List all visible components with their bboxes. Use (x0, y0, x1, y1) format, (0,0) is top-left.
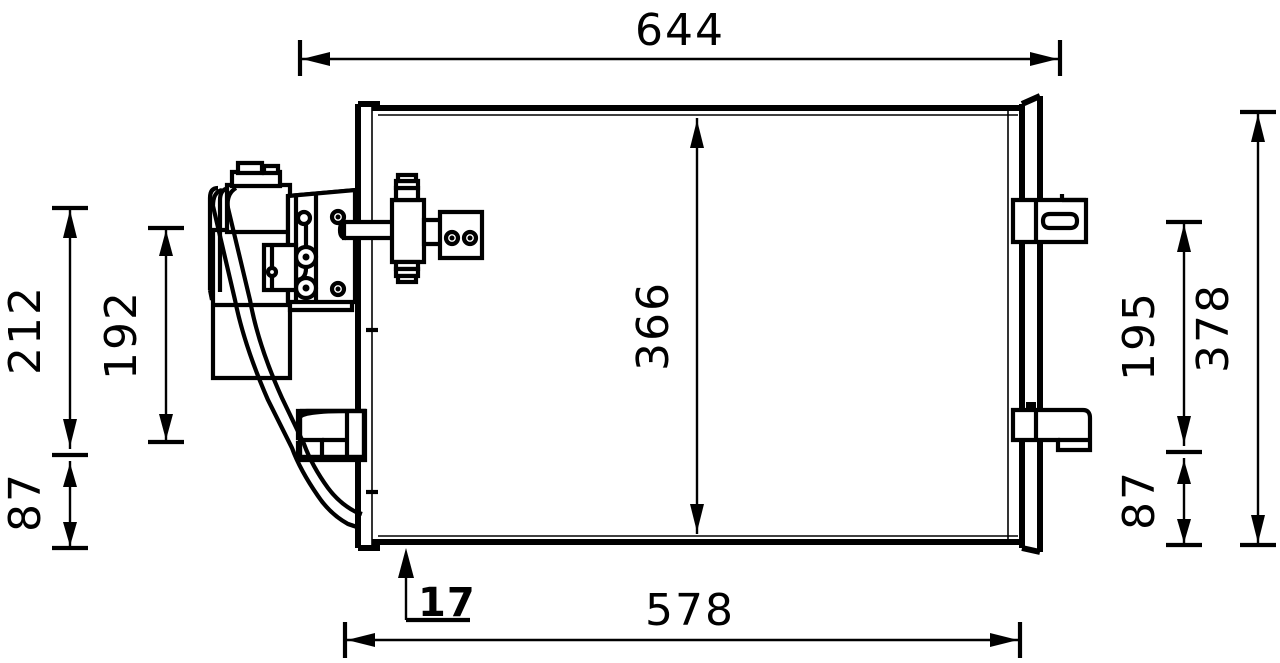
port-thread-lower-c (395, 273, 419, 285)
right-rail-top-bevel (1020, 93, 1042, 107)
drier-strap-join (207, 289, 215, 301)
manifold-rivet-lower-core (335, 286, 341, 292)
port-flange-bolt-right-core (467, 235, 473, 241)
manifold-bolt-center-lower (302, 284, 310, 292)
outlet-tube (210, 186, 363, 530)
dim-right-arrow-195-bottom (1177, 416, 1191, 444)
dim-top-label: 644 (635, 5, 725, 56)
port-pipe-end-cap (337, 219, 347, 241)
right-rail-bottom-bevel (1021, 545, 1041, 555)
dimension-core-366: 366 (628, 118, 704, 534)
dim-left-arrow-87-top (63, 463, 77, 487)
outlet-tube-inner-wall (225, 186, 363, 516)
dim-left-inner-label: 192 (96, 290, 147, 380)
dim-366-arrow-top (690, 120, 704, 148)
dim-378-arrow-bottom (1251, 515, 1265, 543)
dim-378-arrow-top (1251, 114, 1265, 142)
outlet-tube-outer-wall (210, 187, 361, 530)
bracket-ur-slot-hole (1040, 211, 1080, 231)
upper-right-mounting-bracket (1010, 194, 1089, 245)
bracket-ll-outline (297, 408, 367, 460)
dim-right-arrow-195-top (1177, 224, 1191, 252)
dim-left-upper-label: 212 (0, 285, 51, 375)
dim-top-arrow-right (1030, 52, 1058, 66)
dimension-left-192: 192 (96, 225, 184, 445)
dim-right-upper-label: 195 (1114, 291, 1165, 381)
dim-bottom-arrow-right (990, 633, 1018, 647)
port-flange-bolt-left-core (449, 235, 455, 241)
lower-left-mounting-bracket (295, 408, 368, 463)
dimension-left-212-87: 212 87 (0, 205, 88, 551)
dim-left-arrow-212-bottom (63, 419, 77, 447)
condenser-core (372, 105, 1022, 545)
drier-strap-inner (217, 185, 229, 292)
outlet-tube-end (347, 522, 361, 530)
dim-top-arrow-left (302, 52, 330, 66)
dim-right-lower-label: 87 (1114, 470, 1165, 530)
manifold-rivet-upper-core (335, 214, 341, 220)
condenser-assembly (207, 93, 1093, 555)
bracket-ll-plate (297, 408, 367, 460)
dimension-top-644: 644 (297, 5, 1063, 76)
drier-cap-tab (261, 163, 281, 176)
dim-right-outer-label: 378 (1188, 283, 1239, 373)
dim-left-arrow-212-top (63, 210, 77, 238)
dimension-right-195-87: 195 87 (1114, 219, 1202, 548)
drier-strap-outer (207, 185, 219, 290)
drier-cap-boss (235, 160, 265, 176)
dimension-right-378: 378 (1188, 109, 1276, 548)
port-thread-upper-c (395, 172, 419, 184)
bracket-lr-tab (1026, 402, 1036, 411)
dim-left-192-arrow-bottom (159, 414, 173, 440)
dim-left-arrow-87-bottom (63, 522, 77, 546)
port-flange-plate (437, 209, 485, 261)
manifold-bolt-hole-small (295, 209, 313, 227)
dim-bottom-label: 578 (645, 585, 735, 636)
dim-core-height-label: 366 (628, 281, 679, 371)
dimension-bottom-578: 578 (342, 585, 1023, 658)
manifold-bolt-center-upper (302, 253, 310, 261)
dim-17-arrow (398, 548, 414, 578)
dim-left-lower-label: 87 (0, 472, 51, 532)
dim-right-arrow-87-bottom (1177, 519, 1191, 543)
lower-right-mounting-bracket (1010, 402, 1093, 453)
port-t-body (389, 197, 427, 265)
dimension-depth-17: 17 (398, 548, 476, 626)
dim-366-arrow-bottom (690, 504, 704, 532)
right-side-rail (1007, 93, 1043, 555)
inlet-port-fitting (337, 172, 485, 285)
left-side-rail (355, 101, 380, 551)
manifold-tongue-hole (265, 265, 279, 279)
dim-right-arrow-87-top (1177, 460, 1191, 484)
drier-upper-collar (224, 182, 293, 235)
dim-depth-label: 17 (418, 580, 476, 626)
dim-left-192-arrow-top (159, 230, 173, 256)
dim-bottom-arrow-left (347, 633, 375, 647)
